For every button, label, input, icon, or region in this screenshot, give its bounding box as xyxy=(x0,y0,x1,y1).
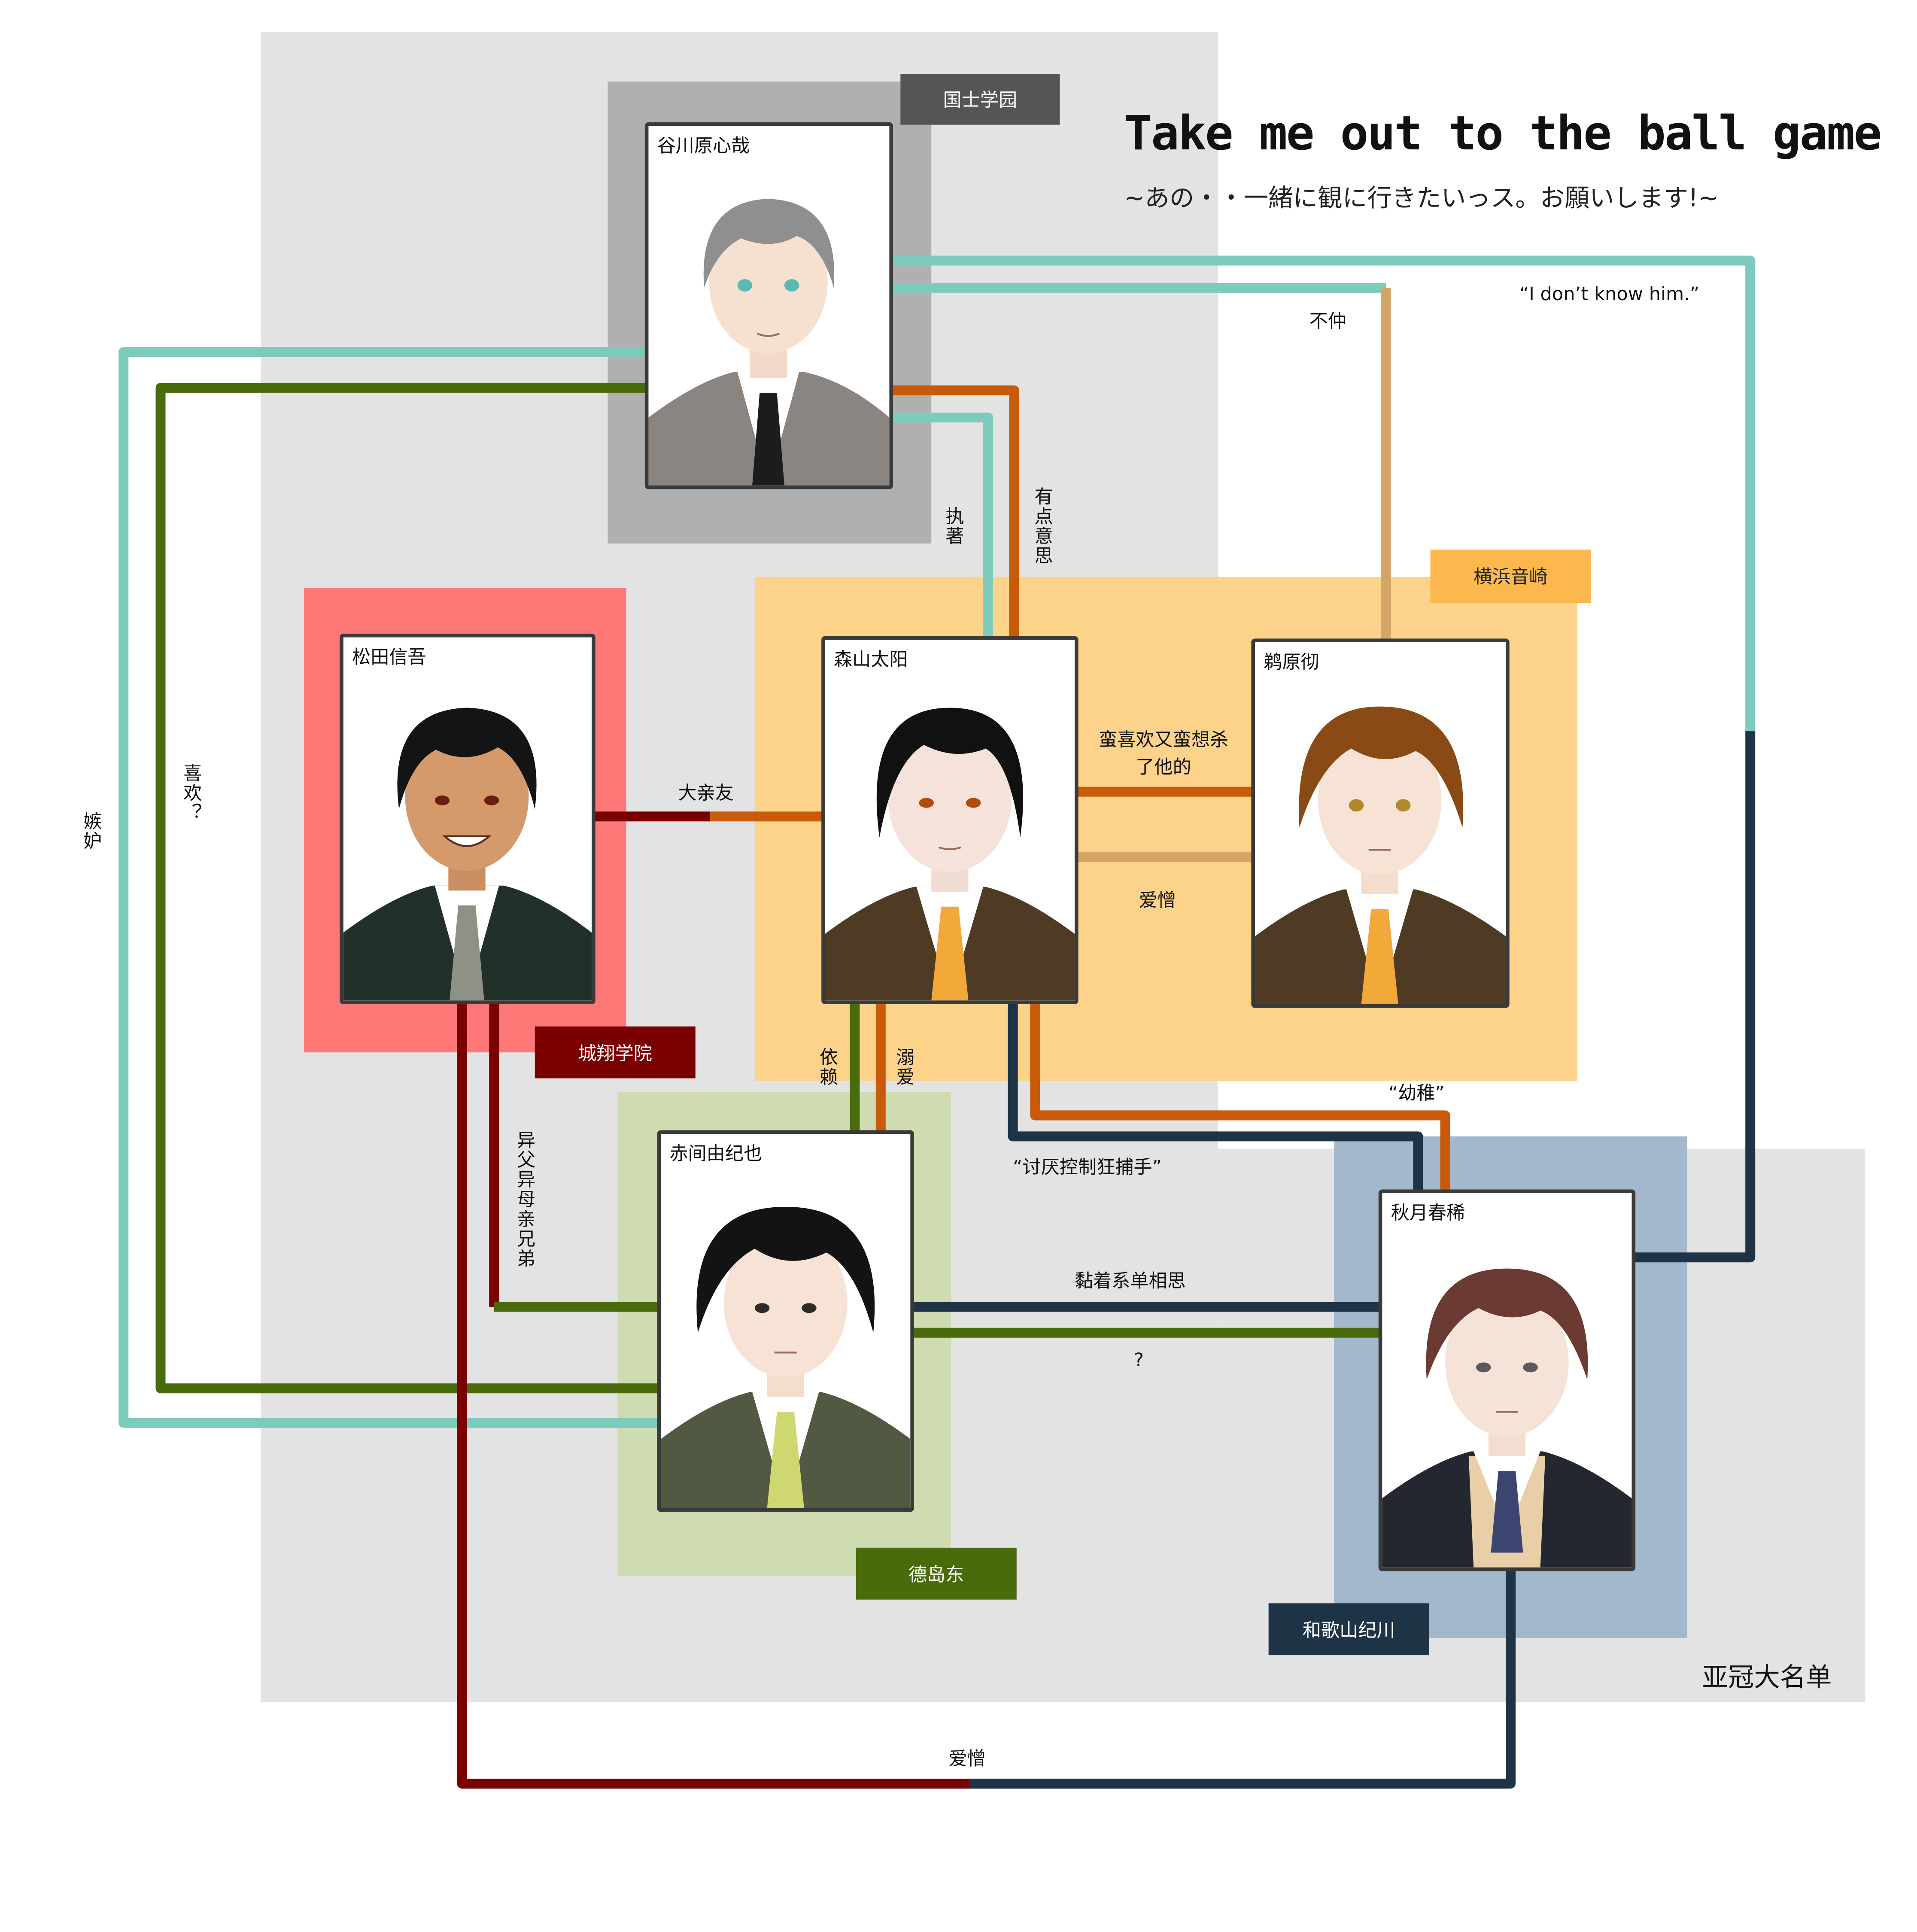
character-portrait-icon xyxy=(661,1206,911,1508)
name-hasegawara: 谷川原心哉 xyxy=(657,134,750,157)
tag-tokushima: 德岛东 xyxy=(856,1547,1017,1600)
rel-nianzhuo: 黏着系单相思 xyxy=(1074,1270,1186,1292)
line-moriyama-akizuki-orange xyxy=(1030,1000,1450,1196)
tag-josho: 城翔学院 xyxy=(535,1026,696,1078)
card-akizuki: 秋月春稀 xyxy=(1378,1189,1636,1571)
rel-fuchuu: 不仲 xyxy=(1309,310,1346,332)
line-akizuki-moriyama-navy xyxy=(1008,1000,1423,1196)
card-akama: 赤间由纪也 xyxy=(657,1130,914,1512)
rel-yuten-yisi: 有点意思 xyxy=(1032,486,1054,566)
card-uhara: 鹈原彻 xyxy=(1251,638,1510,1008)
rel-question: ? xyxy=(1134,1349,1144,1371)
line-hasegawara-moriyama-teal xyxy=(889,412,993,640)
rel-jidu: 嫉妒 xyxy=(81,811,103,851)
tag-kokushi: 国士学园 xyxy=(900,74,1060,125)
name-matsuda: 松田信吾 xyxy=(352,646,426,668)
name-akizuki: 秋月春稀 xyxy=(1391,1202,1465,1224)
roster-label: 亚冠大名单 xyxy=(1702,1662,1832,1692)
rel-aizeng-2: 爱憎 xyxy=(948,1747,986,1770)
rel-man-xihuan: 蛮喜欢又蛮想杀了他的 xyxy=(1099,729,1229,778)
page-subtitle: ~あの・・一緒に観に行きたいっス。お願いします!~ xyxy=(1124,182,1719,213)
name-moriyama: 森山太阳 xyxy=(833,648,908,671)
line-akama-hasegawara-green xyxy=(155,383,662,1394)
rel-xihuan: 喜欢？ xyxy=(181,763,204,823)
rel-youzhi: “幼稚” xyxy=(1388,1082,1445,1105)
rel-yilai: 依赖 xyxy=(817,1047,839,1087)
line-hasegawara-akizuki-navy xyxy=(1633,731,1756,1263)
line-hasegawara-akama-teal xyxy=(118,347,662,1428)
rel-taoyan: “讨厌控制狂捕手” xyxy=(1013,1156,1162,1179)
name-uhara: 鹈原彻 xyxy=(1264,651,1319,673)
card-matsuda: 松田信吾 xyxy=(340,633,595,1005)
card-hasegawara: 谷川原心哉 xyxy=(644,122,893,489)
tag-wakayama: 和歌山纪川 xyxy=(1268,1603,1429,1656)
rel-yifu-yimu: 异父异母亲兄弟 xyxy=(514,1130,537,1269)
line-hasegawara-akizuki-teal xyxy=(889,255,1756,732)
rel-niai: 溺爱 xyxy=(893,1047,916,1087)
rel-shuuchaku: 执著 xyxy=(943,506,966,546)
rel-dont-know: “I don’t know him.” xyxy=(1519,283,1700,305)
character-portrait-icon xyxy=(1382,1268,1632,1567)
rel-da-qinyou: 大亲友 xyxy=(678,782,734,804)
card-moriyama: 森山太阳 xyxy=(821,636,1079,1005)
page-title: Take me out to the ball game xyxy=(1124,106,1882,161)
line-moriyama-hasegawara-orange xyxy=(889,385,1019,640)
rel-aizeng-1: 爱憎 xyxy=(1139,889,1176,912)
name-akama: 赤间由纪也 xyxy=(669,1142,763,1165)
line-akizuki-matsuda-navy xyxy=(969,1568,1516,1789)
character-portrait-icon xyxy=(1255,706,1506,1005)
tag-yokohama: 横浜音崎 xyxy=(1430,550,1591,603)
character-portrait-icon xyxy=(648,199,890,486)
line-matsuda-akizuki-red xyxy=(457,1000,970,1789)
character-portrait-icon xyxy=(343,708,592,1001)
character-portrait-icon xyxy=(825,708,1075,1001)
